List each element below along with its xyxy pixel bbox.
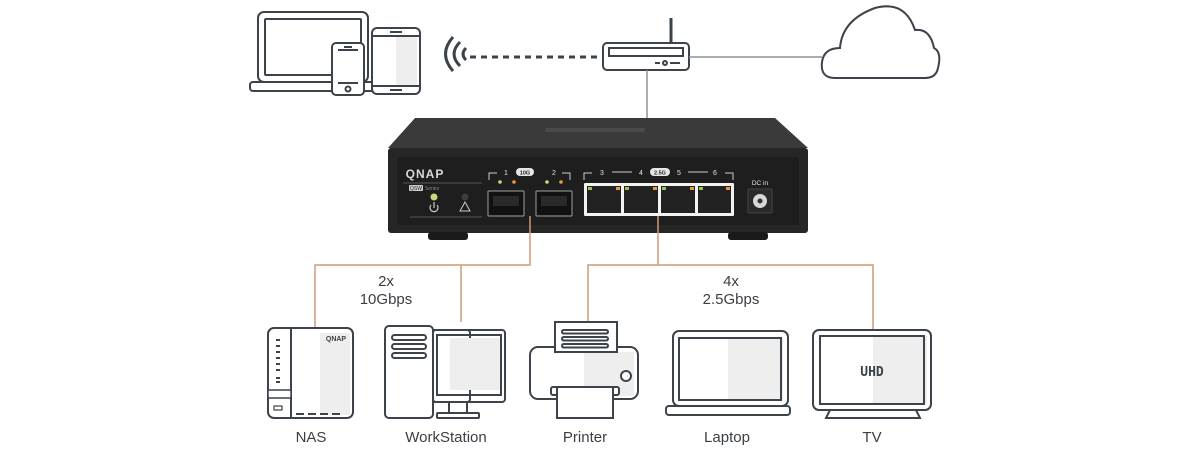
device-label-nas: NAS: [296, 429, 327, 446]
cloud-icon: [820, 5, 941, 79]
printer-icon: [529, 321, 639, 419]
phone-icon: [331, 42, 365, 96]
group-10g-speed: 10Gbps: [360, 291, 413, 308]
series-badge: QSW: [410, 186, 422, 192]
rj45-port-5: [661, 186, 695, 213]
port-2-label: 2: [552, 170, 556, 177]
warning-icon: [459, 200, 471, 212]
workstation-icon: [384, 325, 506, 419]
wifi-signal-icon: [444, 36, 468, 72]
device-label-workstation: WorkStation: [405, 429, 486, 446]
series-text: Series: [425, 186, 440, 192]
port-1-label: 1: [504, 170, 508, 177]
tv-icon: UHD: [812, 329, 932, 419]
nas-icon: QNAP: [267, 327, 354, 419]
badge-2-5g: 2.5G: [654, 171, 666, 177]
laptop-bottom-icon: [665, 330, 791, 416]
badge-10g: 10G: [520, 171, 530, 177]
dc-in-label: DC in: [752, 180, 769, 187]
rj45-port-6: [698, 186, 731, 213]
group-25g-speed: 2.5Gbps: [703, 291, 760, 308]
port-3-label: 3: [600, 170, 604, 177]
wire-25g-right: [658, 264, 874, 330]
power-icon: [429, 202, 439, 213]
tablet-icon: [371, 27, 421, 95]
wire-25g-trunk: [587, 216, 659, 322]
port-4-label: 4: [639, 170, 643, 177]
dc-power-jack: [747, 188, 773, 214]
wire-10g-trunk: [314, 216, 531, 328]
sfp-port-2: [535, 190, 573, 217]
power-led: [430, 193, 438, 201]
qnap-switch: QNAP QSW Series 1 10G 2: [388, 118, 808, 240]
nas-brand: QNAP: [326, 336, 347, 343]
rj45-port-3: [587, 186, 621, 213]
rj45-port-4: [624, 186, 658, 213]
group-10g-count: 2x: [378, 273, 394, 290]
port-6-label: 6: [713, 170, 717, 177]
tv-screen-text: UHD: [860, 365, 884, 380]
brand-logo: QNAP: [406, 167, 445, 181]
alert-led: [461, 193, 469, 201]
port-5-label: 5: [677, 170, 681, 177]
group-25g-count: 4x: [723, 273, 739, 290]
device-label-laptop: Laptop: [704, 429, 750, 446]
device-label-printer: Printer: [563, 429, 607, 446]
router-icon: [602, 18, 690, 71]
device-label-tv: TV: [862, 429, 881, 446]
sfp-port-1: [487, 190, 525, 217]
